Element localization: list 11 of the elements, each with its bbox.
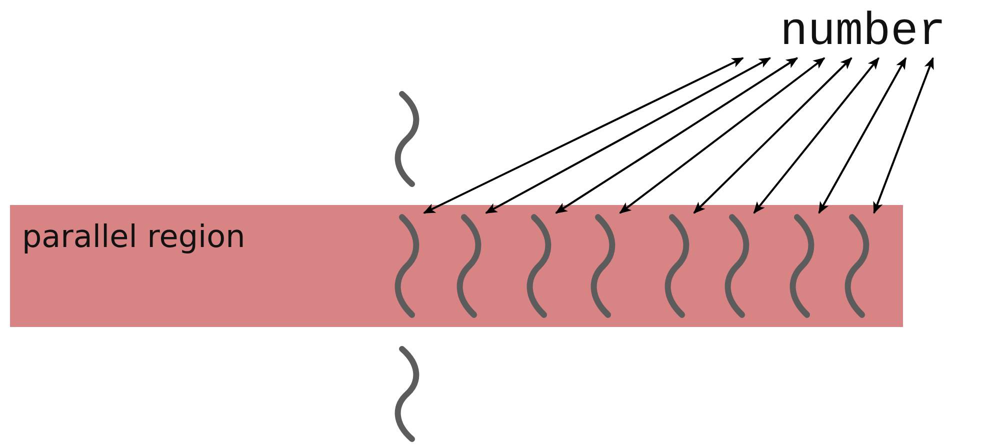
- double-arrow: [818, 57, 907, 214]
- region-label: parallel region: [22, 219, 246, 255]
- label-text: number: [738, 6, 988, 58]
- double-arrow: [619, 57, 826, 214]
- double-arrow: [555, 57, 798, 214]
- region-band: [10, 205, 903, 327]
- double-arrow: [423, 57, 744, 214]
- double-arrow: [485, 57, 772, 214]
- double-arrow: [693, 57, 852, 214]
- double-arrow: [753, 57, 880, 214]
- double-arrow: [873, 57, 934, 214]
